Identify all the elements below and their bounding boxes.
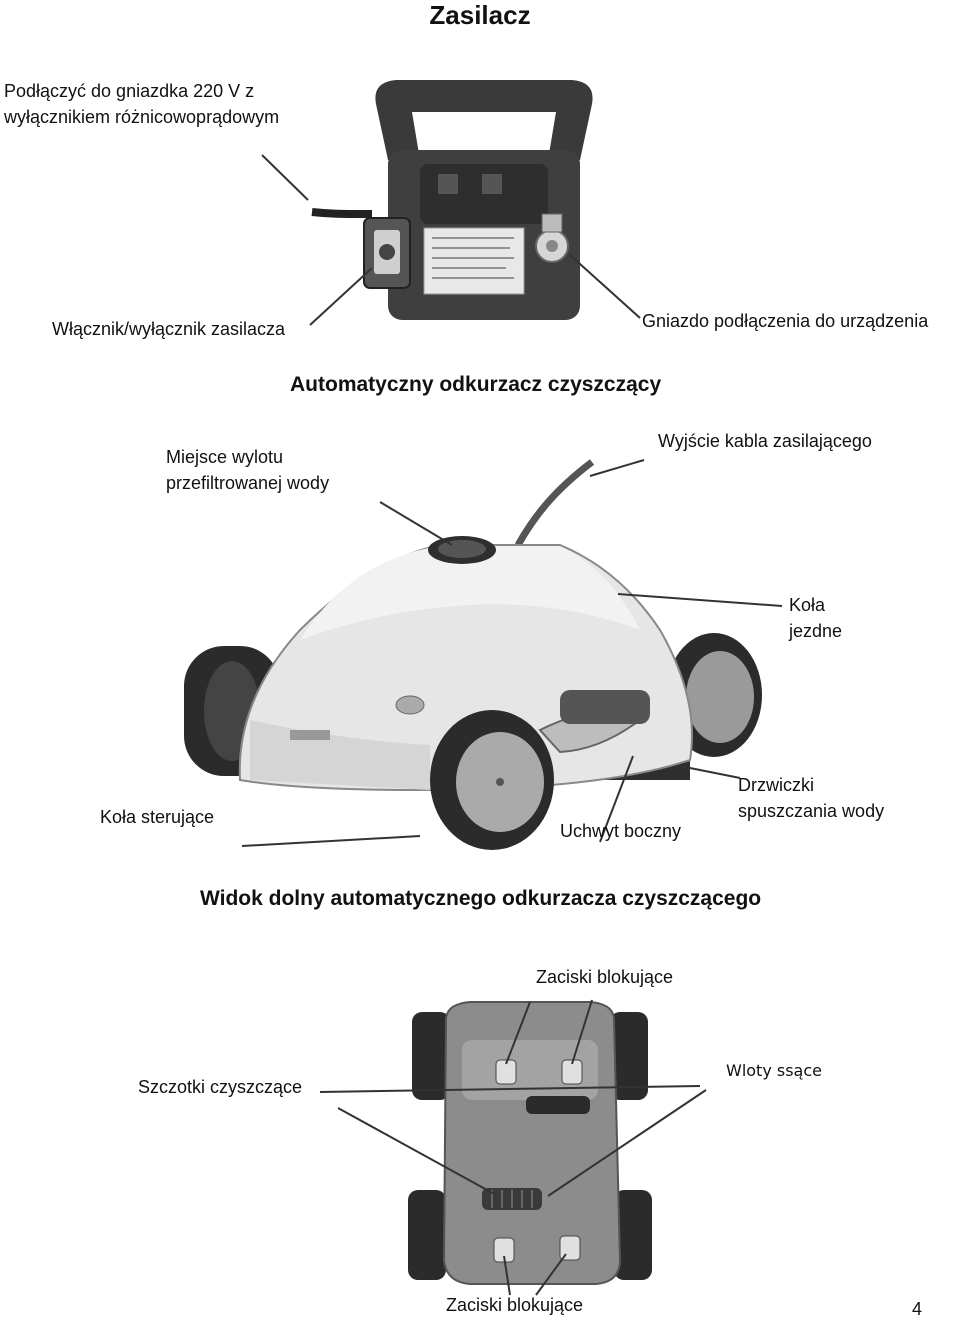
power-note-line2: wyłącznikiem różnicowoprądowym bbox=[4, 107, 280, 127]
socket-label: Gniazdo podłączenia do urządzenia bbox=[642, 311, 929, 331]
power-supply-illustration bbox=[261, 80, 641, 326]
drive-wheels-label-line1: Koła bbox=[789, 595, 826, 615]
suction-inlet bbox=[526, 1096, 590, 1114]
brushes-label: Szczotki czyszczące bbox=[138, 1077, 303, 1097]
locking-clamp-top-right bbox=[561, 1059, 583, 1085]
robot-top-heading: Automatyczny odkurzacz czyszczący bbox=[290, 373, 662, 396]
bottom-wheel-back-right bbox=[614, 1190, 652, 1280]
bottom-wheel-back-left bbox=[408, 1190, 446, 1280]
switch-label: Włącznik/wyłącznik zasilacza bbox=[52, 319, 286, 339]
locking-clamp-top-left bbox=[495, 1059, 517, 1085]
locking-clamp-bottom-right bbox=[559, 1235, 581, 1261]
device-socket-connector bbox=[535, 213, 569, 263]
outlet-label-line1: Miejsce wylotu bbox=[166, 447, 284, 467]
suction-label: Wloty ssące bbox=[726, 1061, 822, 1080]
drain-door bbox=[560, 690, 650, 724]
power-cable bbox=[311, 208, 373, 218]
clamps-bottom-label: Zaciski blokujące bbox=[446, 1295, 584, 1315]
power-note-line1: Podłączyć do gniazdka 220 V z bbox=[4, 81, 255, 101]
power-supply-label-plate bbox=[423, 227, 525, 295]
page-title: Zasilacz bbox=[429, 0, 531, 30]
bottom-wheel-front-right bbox=[610, 1012, 648, 1100]
steering-wheels-label: Koła sterujące bbox=[100, 807, 215, 827]
drain-door-label-line2: spuszczania wody bbox=[738, 801, 885, 821]
robot-bottom-heading: Widok dolny automatycznego odkurzacza cz… bbox=[200, 887, 762, 910]
cable-label: Wyjście kabla zasilającego bbox=[658, 431, 872, 451]
drain-door-label-line1: Drzwiczki bbox=[738, 775, 814, 795]
clamps-top-label: Zaciski blokujące bbox=[536, 967, 674, 987]
robot-top-illustration bbox=[184, 459, 783, 850]
drive-wheel-front-right bbox=[430, 710, 554, 850]
outlet-label-line2: przefiltrowanej wody bbox=[166, 473, 330, 493]
power-supply-handle bbox=[375, 80, 593, 160]
bottom-wheel-front-left bbox=[412, 1012, 450, 1100]
front-button bbox=[395, 695, 425, 715]
side-handle-label: Uchwyt boczny bbox=[560, 821, 682, 841]
page-number: 4 bbox=[912, 1299, 923, 1319]
robot-power-cable bbox=[514, 459, 595, 547]
drive-wheels-label-line2: jezdne bbox=[789, 621, 843, 641]
